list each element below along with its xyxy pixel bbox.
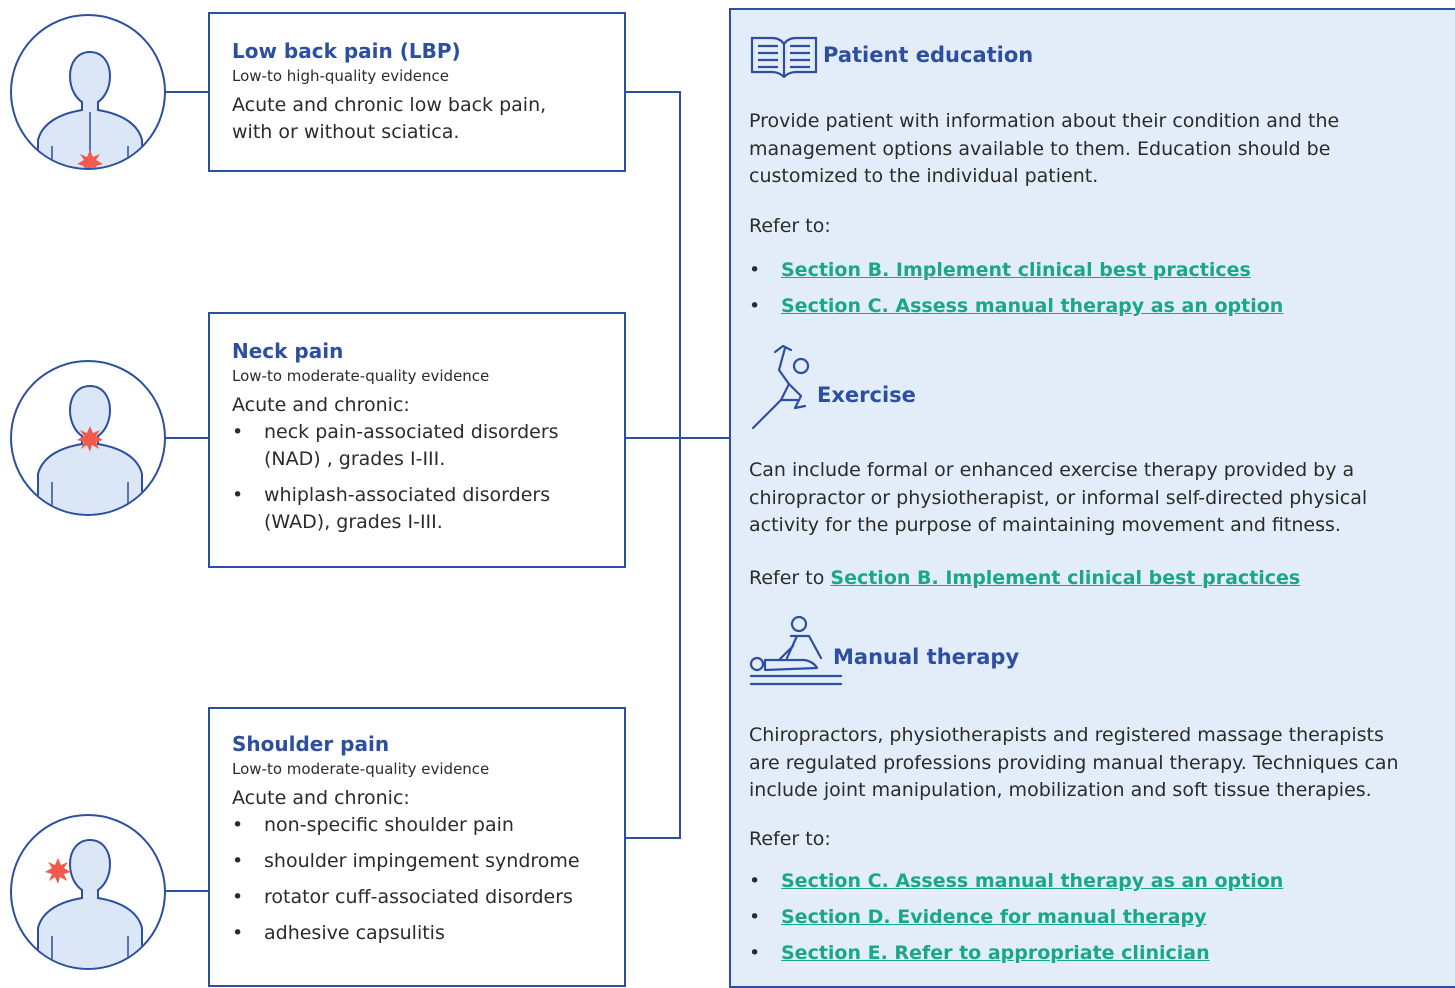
- evidence-level: Low-to moderate-quality evidence: [232, 760, 490, 778]
- link-section-b[interactable]: Section B. Implement clinical best pract…: [830, 567, 1301, 589]
- avatar-neck-pain: [10, 360, 166, 516]
- avatar-shoulder-pain: [10, 814, 166, 970]
- list-item: rotator cuff-associated disorders: [232, 884, 624, 911]
- section-header-education: Patient education: [749, 32, 1033, 78]
- condition-intro: Acute and chronic:: [232, 787, 410, 809]
- condition-card-neck-pain: Neck pain Low-to moderate-quality eviden…: [208, 312, 626, 568]
- list-item: Section D. Evidence for manual therapy: [749, 904, 1283, 940]
- section-title: Manual therapy: [833, 645, 1020, 669]
- pain-marker-icon: [77, 426, 103, 452]
- section-text: Provide patient with information about t…: [749, 110, 1340, 187]
- reference-links: Section B. Implement clinical best pract…: [749, 257, 1283, 329]
- condition-card-low-back-pain: Low back pain (LBP) Low-to high-quality …: [208, 12, 626, 172]
- section-title: Exercise: [817, 383, 916, 407]
- pain-marker-icon: [45, 858, 71, 884]
- condition-title: Shoulder pain: [232, 732, 390, 756]
- condition-title: Low back pain (LBP): [232, 39, 461, 63]
- avatar-lower-back-pain: [10, 14, 166, 170]
- evidence-level: Low-to high-quality evidence: [232, 67, 449, 85]
- link-section-d[interactable]: Section D. Evidence for manual therapy: [781, 906, 1207, 928]
- list-item: non-specific shoulder pain: [232, 812, 624, 839]
- treatment-panel: Patient education Provide patient with i…: [729, 8, 1455, 988]
- section-text: Can include formal or enhanced exercise …: [749, 459, 1368, 536]
- section-text: Chiropractors, physiotherapists and regi…: [749, 724, 1399, 801]
- list-item: Section C. Assess manual therapy as an o…: [749, 868, 1283, 904]
- person-back-icon: [37, 384, 143, 514]
- link-section-b[interactable]: Section B. Implement clinical best pract…: [781, 259, 1251, 281]
- list-item: whiplash-associated disorders (WAD), gra…: [232, 482, 592, 536]
- list-item: neck pain-associated disorders (NAD) , g…: [232, 419, 592, 473]
- list-item: Section E. Refer to appropriate clinicia…: [749, 940, 1283, 976]
- list-item: Section B. Implement clinical best pract…: [749, 257, 1283, 293]
- pain-marker-icon: [77, 150, 103, 168]
- refer-label: Refer to: [749, 567, 825, 589]
- section-header-exercise: Exercise: [745, 344, 916, 436]
- evidence-level: Low-to moderate-quality evidence: [232, 367, 490, 385]
- condition-title: Neck pain: [232, 339, 344, 363]
- section-header-manual-therapy: Manual therapy: [747, 614, 1019, 694]
- list-item: adhesive capsulitis: [232, 920, 624, 947]
- section-title: Patient education: [823, 43, 1034, 67]
- link-section-c[interactable]: Section C. Assess manual therapy as an o…: [781, 295, 1284, 317]
- refer-label: Refer to:: [749, 215, 831, 237]
- book-icon: [750, 36, 818, 78]
- condition-list: non-specific shoulder pain shoulder impi…: [232, 812, 624, 947]
- link-section-e[interactable]: Section E. Refer to appropriate clinicia…: [781, 942, 1210, 964]
- reference-links: Section C. Assess manual therapy as an o…: [749, 868, 1283, 976]
- massage-table-icon: [749, 615, 843, 686]
- person-back-icon: [37, 50, 143, 168]
- condition-description: Acute and chronic low back pain, with or…: [232, 94, 547, 143]
- list-item: shoulder impingement syndrome: [232, 848, 624, 875]
- person-back-icon: [37, 838, 143, 968]
- stretching-person-icon: [751, 344, 810, 430]
- link-section-c[interactable]: Section C. Assess manual therapy as an o…: [781, 870, 1284, 892]
- refer-label: Refer to:: [749, 828, 831, 850]
- refer-line: Refer to Section B. Implement clinical b…: [749, 567, 1300, 589]
- condition-intro: Acute and chronic:: [232, 394, 410, 416]
- list-item: Section C. Assess manual therapy as an o…: [749, 293, 1283, 329]
- condition-list: neck pain-associated disorders (NAD) , g…: [232, 419, 592, 536]
- condition-card-shoulder-pain: Shoulder pain Low-to moderate-quality ev…: [208, 707, 626, 987]
